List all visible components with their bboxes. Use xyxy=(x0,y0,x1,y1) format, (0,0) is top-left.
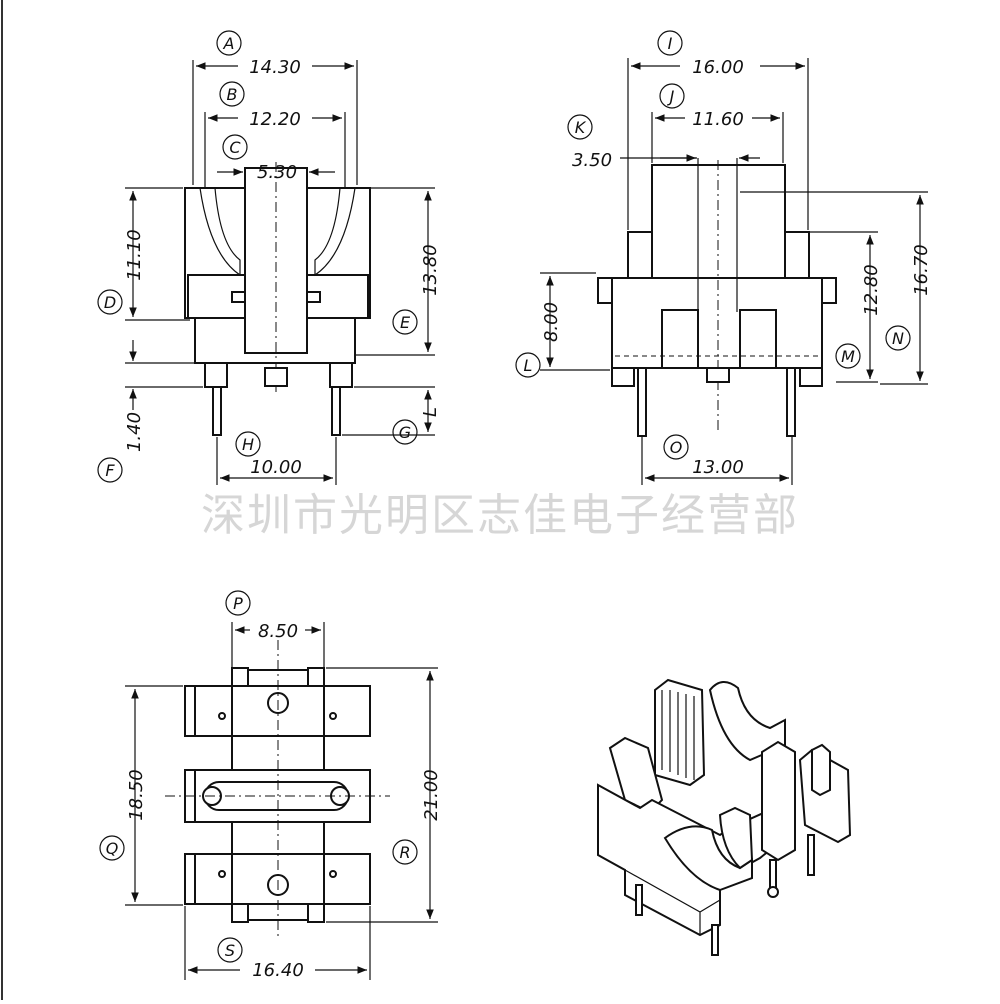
isometric-view xyxy=(597,678,852,956)
watermark: 深圳市光明区志佳电子经营部 xyxy=(201,490,799,541)
side-view: I 16.00 J 11.60 K 3.50 L 8.00 M 12.80 xyxy=(515,30,932,485)
label-q: Q xyxy=(106,839,119,858)
dim-a-value: 14.30 xyxy=(249,57,301,78)
label-c: C xyxy=(229,138,241,157)
dim-k-value: 3.50 xyxy=(572,150,612,171)
dim-s-value: 16.40 xyxy=(252,960,304,981)
bottom-view: P 8.50 Q 18.50 R 21.00 S 16.40 xyxy=(99,590,442,981)
label-b: B xyxy=(227,85,238,104)
dim-n-value: 16.70 xyxy=(911,244,932,296)
dim-d-value: 11.10 xyxy=(124,229,145,281)
label-s: S xyxy=(225,941,235,960)
label-n: N xyxy=(892,329,904,348)
dim-l-value: 8.00 xyxy=(541,302,562,342)
dim-b-value: 12.20 xyxy=(249,109,301,130)
label-l-side: L xyxy=(524,356,533,375)
dim-f-value: 1.40 xyxy=(124,412,145,452)
label-d: D xyxy=(104,293,116,312)
dim-e-value: 13.80 xyxy=(420,244,441,296)
label-h: H xyxy=(242,435,254,454)
label-l-front: L xyxy=(420,407,441,417)
dim-r-value: 21.00 xyxy=(421,769,442,821)
label-r: R xyxy=(399,843,410,862)
dim-p-value: 8.50 xyxy=(258,621,298,642)
dim-o-value: 13.00 xyxy=(692,457,744,478)
label-i: I xyxy=(668,34,673,53)
label-m: M xyxy=(841,347,855,366)
label-j: J xyxy=(667,87,675,106)
label-k: K xyxy=(575,118,587,137)
dim-j-value: 11.60 xyxy=(692,109,744,130)
label-o: O xyxy=(670,438,683,457)
label-g: G xyxy=(399,423,411,442)
dim-q-value: 18.50 xyxy=(126,769,147,821)
label-f: F xyxy=(105,461,115,480)
dim-i-value: 16.00 xyxy=(692,57,744,78)
dim-h-value: 10.00 xyxy=(250,457,302,478)
label-p: P xyxy=(233,594,243,613)
dim-m-value: 12.80 xyxy=(861,264,882,316)
dim-c-value: 5.30 xyxy=(257,162,297,183)
label-e: E xyxy=(400,313,411,332)
label-a: A xyxy=(223,34,235,53)
front-view: A 14.30 B 12.20 C 5.30 D 11.10 F 1.40 xyxy=(97,30,441,485)
